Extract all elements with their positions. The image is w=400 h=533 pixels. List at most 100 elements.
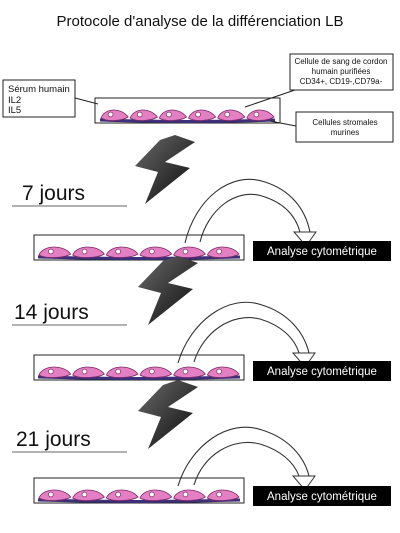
cell-nucleus [115, 248, 121, 255]
cell-nucleus [149, 248, 155, 255]
sampling-arrow-outer [184, 178, 311, 244]
day-label: 7 jours [22, 182, 85, 205]
stromal-pointer [269, 120, 297, 127]
b-cell [105, 489, 139, 501]
cell-nucleus [182, 248, 189, 255]
cord-blood-box: Cellule de sang de cordon humain purifié… [244, 53, 394, 108]
sampling-arrow-inner [193, 317, 300, 363]
b-cell [173, 246, 206, 258]
cell-nucleus [149, 368, 155, 375]
stromal-line-2: murines [331, 128, 359, 137]
cell-nucleus [81, 491, 88, 498]
b-cell [129, 109, 158, 121]
b-cell [38, 489, 72, 501]
cell-nucleus [137, 111, 143, 118]
sampling-arrow-head [292, 231, 317, 247]
stromal-box: Cellules stromales murines [269, 111, 394, 143]
day-label: 14 jours [14, 301, 89, 324]
cell-nucleus [48, 491, 54, 498]
cell-nucleus [253, 111, 260, 118]
sampling-arrow-inner [199, 193, 301, 243]
cell-nucleus [182, 491, 189, 498]
cell-nucleus [115, 491, 121, 498]
b-cell [72, 246, 105, 258]
b-cell [188, 109, 217, 121]
stromal-layer [37, 498, 241, 503]
cell-nucleus [115, 368, 121, 375]
b-cell [72, 489, 105, 501]
stage-day-21: 21 jours Analyse cytométrique [12, 380, 391, 506]
cell-row [37, 246, 241, 260]
b-cell [38, 246, 72, 258]
stromal-line-1: Cellules stromales [312, 118, 377, 127]
medium-pointer [74, 97, 99, 105]
sampling-arrow-outer [177, 301, 310, 364]
cell-nucleus [48, 368, 54, 375]
cell-nucleus [216, 248, 222, 255]
initial-culture-dish [94, 97, 281, 124]
stromal-layer [37, 375, 241, 380]
down-arrow [138, 256, 198, 325]
page-title: Protocole d'analyse de la différenciatio… [57, 13, 344, 30]
cord-blood-pointer [244, 89, 296, 108]
b-cell [158, 109, 188, 121]
day-label: 21 jours [16, 428, 91, 451]
cell-nucleus [81, 368, 88, 375]
medium-line-1: Sérum humain [8, 84, 70, 95]
cord-blood-line-2: humain purifiées [312, 67, 371, 76]
b-cell [139, 489, 173, 501]
analysis-label: Analyse cytométrique [267, 491, 377, 503]
analysis-badge [253, 486, 391, 506]
down-arrow [138, 380, 198, 449]
b-cell [206, 366, 240, 378]
b-cell [105, 246, 139, 258]
b-cell [100, 109, 129, 121]
b-cell [105, 366, 139, 378]
cell-row [99, 109, 276, 123]
cell-nucleus [149, 491, 155, 498]
b-cell [217, 109, 246, 121]
cell-row [37, 489, 241, 503]
b-cell [139, 246, 173, 258]
medium-line-3: IL5 [8, 105, 21, 116]
cell-nucleus [48, 248, 54, 255]
b-cell [38, 366, 72, 378]
medium-line-2: IL2 [8, 95, 21, 106]
analysis-label: Analyse cytométrique [267, 366, 377, 378]
b-cell [173, 366, 206, 378]
cell-nucleus [107, 111, 114, 118]
b-cell [206, 489, 240, 501]
cell-nucleus [166, 111, 172, 118]
cell-nucleus [224, 111, 231, 118]
sampling-arrow-head [291, 475, 316, 491]
sampling-arrow-outer [177, 426, 310, 487]
analysis-badge [253, 241, 391, 261]
analysis-badge [253, 361, 391, 381]
cell-nucleus [195, 111, 201, 118]
cord-blood-line-3: CD34+, CD19-,CD79a- [300, 77, 383, 86]
medium-box-frame [2, 79, 76, 118]
stromal-box-frame [295, 111, 394, 143]
b-cell [246, 109, 275, 121]
stromal-layer [99, 118, 276, 123]
cell-nucleus [216, 491, 222, 498]
cell-nucleus [216, 368, 222, 375]
analysis-label: Analyse cytométrique [267, 246, 377, 258]
stromal-layer [37, 255, 241, 260]
stage-day-7: 7 jours Analyse cytométrique [12, 135, 391, 261]
cord-blood-line-1: Cellule de sang de cordon [295, 57, 388, 66]
down-arrow [135, 135, 195, 204]
medium-box: Sérum humain IL2 IL5 [2, 79, 99, 118]
b-cell [72, 366, 105, 378]
sampling-arrow-head [291, 352, 316, 368]
cell-row [37, 366, 241, 380]
sampling-arrow-inner [193, 442, 300, 486]
cell-nucleus [182, 368, 189, 375]
stage-day-14: 14 jours Analyse cytométrique [12, 256, 391, 381]
cord-blood-box-frame [289, 53, 394, 91]
cell-nucleus [81, 248, 88, 255]
b-cell [206, 246, 240, 258]
b-cell [139, 366, 173, 378]
